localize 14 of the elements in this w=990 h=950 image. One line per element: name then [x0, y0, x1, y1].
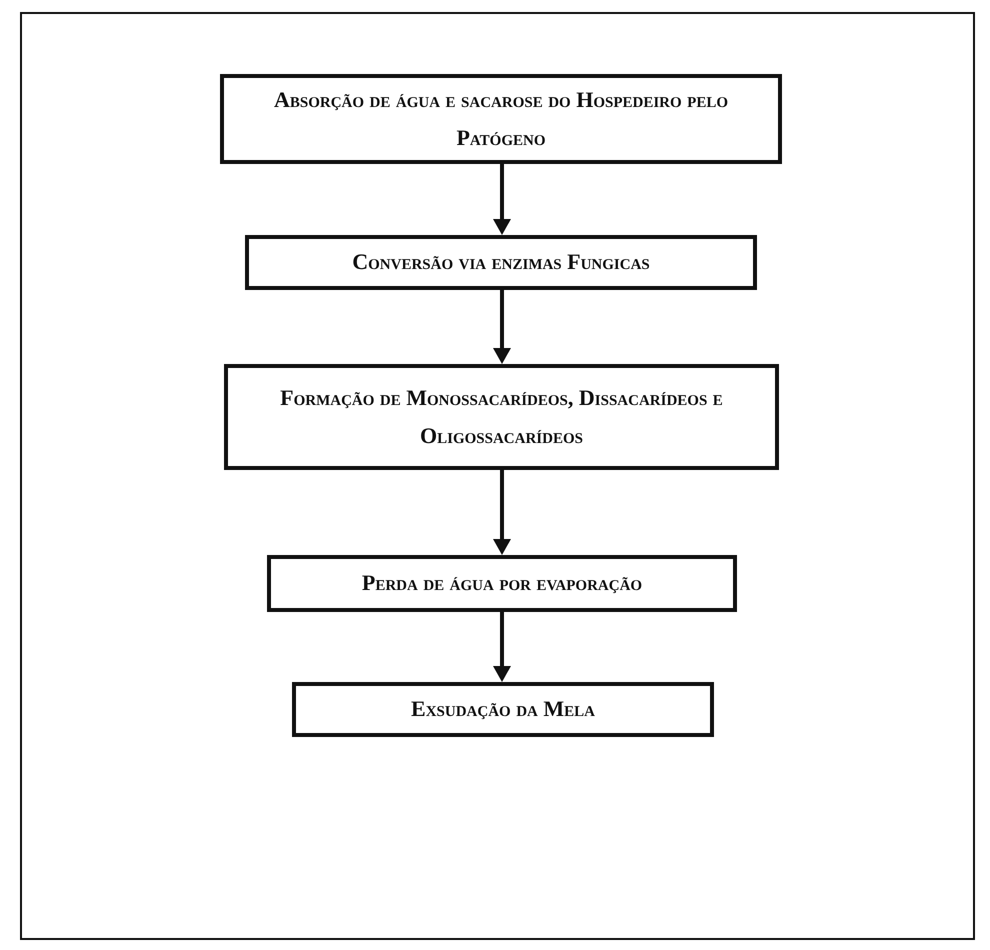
process-box — [224, 364, 779, 470]
step-text: Formação de Monossacarídeos, Dissacarídeos e Oligossacarídeos — [279, 384, 724, 450]
step-text: Exsudação da Mela — [411, 695, 595, 724]
process-box — [267, 555, 737, 612]
arrow — [493, 290, 511, 364]
step-text: Perda de água por evaporação — [362, 569, 642, 598]
arrow — [493, 164, 511, 235]
process-box — [245, 235, 757, 290]
step-text: Conversão via enzimas Fungicas — [352, 248, 650, 276]
process-box — [220, 74, 782, 164]
step-text: Absorção de água e sacarose do Hospedeiro pelo Patógeno — [272, 86, 730, 152]
arrow — [493, 612, 511, 682]
arrow — [493, 470, 511, 555]
process-box — [292, 682, 714, 737]
